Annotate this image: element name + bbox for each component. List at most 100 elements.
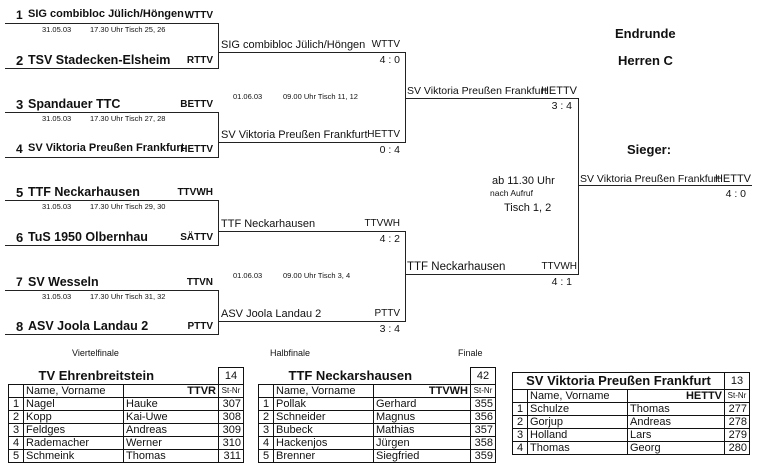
player-index: 1 [258, 397, 274, 411]
bracket-line [578, 185, 752, 186]
qf-association: SÄTTV [180, 232, 213, 243]
player-last-name: Schulze [527, 402, 628, 416]
player-st-nr: 280 [724, 441, 750, 455]
roster-header-association: HETTV [627, 389, 725, 403]
qf-time-table: 17.30 Uhr Tisch 25, 26 [90, 25, 166, 34]
final-schedule-table: Tisch 1, 2 [504, 202, 552, 214]
winner-team-name: SV Viktoria Preußen Frankfurt [580, 173, 720, 185]
final-team-name: SV Viktoria Preußen Frankfurt [407, 85, 547, 97]
player-index: 1 [512, 402, 528, 416]
sf-score: 4 : 2 [379, 233, 400, 245]
qf-association: TTVWH [177, 187, 213, 198]
sf-team-name: ASV Joola Landau 2 [221, 308, 322, 320]
bracket-line [5, 112, 218, 113]
bracket-line [5, 334, 218, 335]
qf-seed: 7 [16, 275, 23, 289]
player-st-nr: 279 [724, 428, 750, 442]
bracket-line [5, 23, 218, 24]
bracket-line [218, 290, 219, 335]
player-index: 3 [258, 423, 274, 437]
qf-seed: 3 [16, 97, 24, 112]
player-last-name: Pollak [273, 397, 374, 411]
bracket-line [5, 290, 218, 291]
player-st-nr: 278 [724, 415, 750, 429]
player-index: 4 [512, 441, 528, 455]
qf-seed: 5 [16, 185, 24, 200]
sf-score: 3 : 4 [379, 323, 400, 335]
sf-team-name: SV Viktoria Preußen Frankfurt [221, 129, 368, 141]
bracket-line [5, 68, 218, 69]
player-st-nr: 356 [470, 410, 496, 424]
round-label-semifinal: Halbfinale [270, 348, 311, 358]
player-last-name: Kopp [23, 410, 124, 424]
player-first-name: Siegfried [373, 449, 471, 463]
bracket-line [218, 142, 405, 143]
player-last-name: Feldges [23, 423, 124, 437]
player-last-name: Holland [527, 428, 628, 442]
player-st-nr: 358 [470, 436, 496, 450]
player-st-nr: 355 [470, 397, 496, 411]
player-last-name: Schmeink [23, 449, 124, 463]
player-last-name: Brenner [273, 449, 374, 463]
roster-header-name: Name, Vorname [273, 384, 374, 398]
winner-score: 4 : 0 [725, 188, 746, 200]
roster-header-association: TTVWH [373, 384, 471, 398]
final-schedule-call: nach Aufruf [490, 188, 534, 198]
sf-team-name: TTF Neckarhausen [221, 218, 316, 230]
sf-association: PTTV [374, 308, 400, 319]
player-index: 1 [8, 397, 24, 411]
qf-team-name: Spandauer TTC [28, 97, 121, 111]
final-score: 4 : 1 [551, 276, 572, 288]
qf-date: 31.05.03 [42, 25, 72, 34]
qf-date: 31.05.03 [42, 202, 72, 211]
player-index: 5 [258, 449, 274, 463]
qf-date: 31.05.03 [42, 292, 72, 301]
qf-team-name: ASV Joola Landau 2 [28, 319, 149, 333]
player-st-nr: 308 [218, 410, 244, 424]
bracket-line [405, 274, 578, 275]
player-index: 2 [258, 410, 274, 424]
player-last-name: Schneider [273, 410, 374, 424]
page-subtitle: Herren C [618, 53, 673, 68]
qf-association: TTVN [186, 277, 213, 288]
player-last-name: Thomas [527, 441, 628, 455]
sf-association: WTTV [371, 39, 400, 50]
roster-header-name: Name, Vorname [23, 384, 124, 398]
bracket-line [218, 200, 219, 246]
page-title: Endrunde [615, 26, 676, 41]
player-last-name: Hackenjos [273, 436, 374, 450]
sf-association: HETTV [367, 129, 400, 140]
player-first-name: Jürgen [373, 436, 471, 450]
qf-team-name: SIG combibloc Jülich/Höngen [28, 8, 184, 20]
player-first-name: Werner [123, 436, 219, 450]
sf-time-table: 09.00 Uhr Tisch 3, 4 [283, 271, 351, 280]
final-score: 3 : 4 [551, 100, 572, 112]
qf-association: PTTV [187, 321, 213, 332]
final-association: HETTV [540, 85, 577, 97]
player-index: 5 [8, 449, 24, 463]
roster-header-association: TTVR [123, 384, 219, 398]
round-label-quarterfinal: Viertelfinale [72, 348, 119, 358]
roster-header-index [258, 384, 274, 398]
player-last-name: Nagel [23, 397, 124, 411]
qf-seed: 1 [16, 8, 23, 22]
bracket-line [218, 52, 405, 53]
qf-date: 31.05.03 [42, 114, 72, 123]
bracket-line [218, 321, 405, 322]
player-index: 2 [8, 410, 24, 424]
sf-date: 01.06.03 [233, 92, 263, 101]
bracket-line [218, 231, 405, 232]
player-first-name: Andreas [627, 415, 725, 429]
qf-seed: 6 [16, 230, 24, 245]
